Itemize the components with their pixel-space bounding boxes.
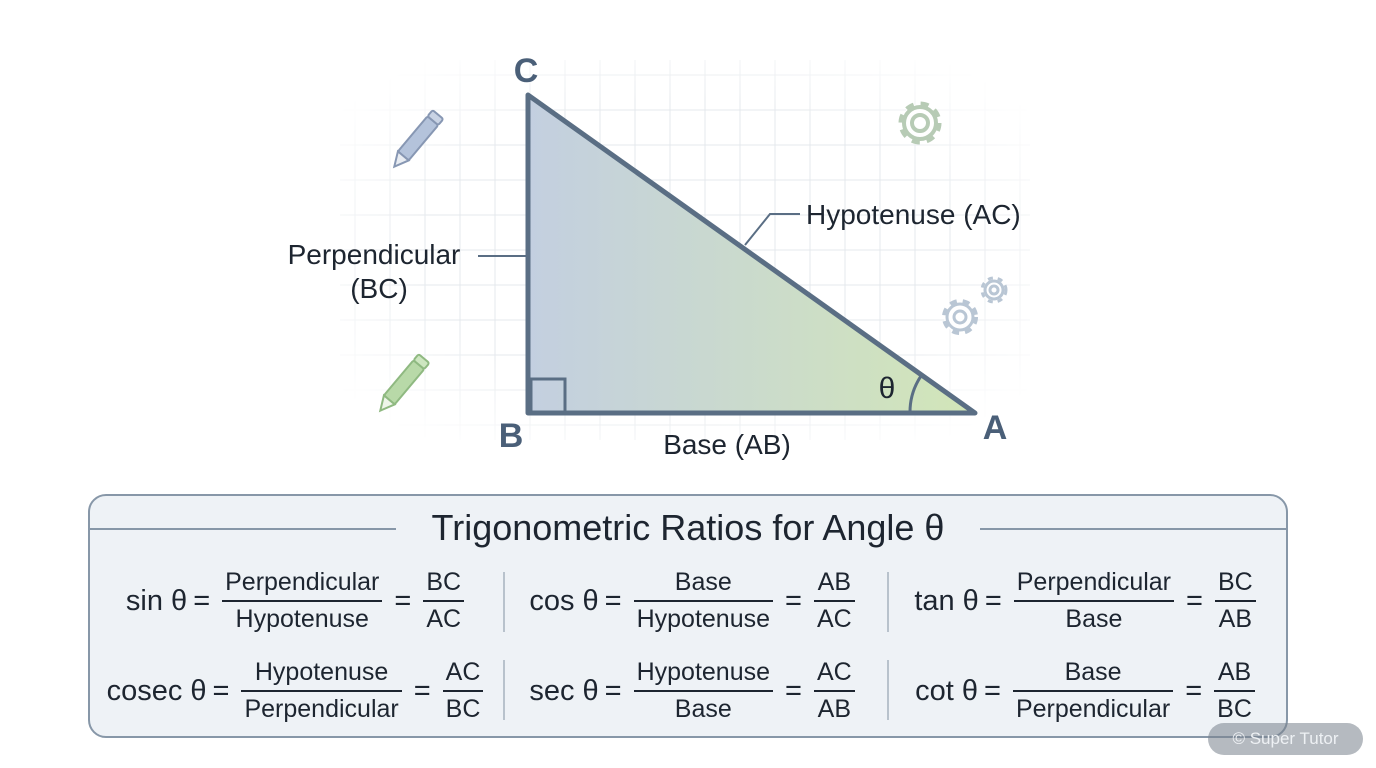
ratio-name: sin θ: [125, 584, 188, 617]
ratio-denominator-short: AB: [817, 695, 851, 723]
ratio-numerator: Hypotenuse: [636, 658, 771, 686]
column-divider: [503, 572, 505, 632]
ratio-denominator-short: AC: [426, 605, 462, 633]
ratio-numerator-short: AC: [445, 658, 481, 686]
ratio-name: cot θ: [915, 674, 978, 707]
angle-theta-label: θ: [879, 372, 896, 405]
ratio-numerator: Base: [1064, 658, 1122, 686]
hypotenuse-label: Hypotenuse (AC): [806, 199, 1021, 230]
ratio-denominator: Base: [1065, 605, 1123, 633]
ratio-denominator: Base: [674, 695, 732, 723]
ratio-denominator: Perpendicular: [244, 695, 399, 723]
vertex-b-label: B: [499, 417, 524, 455]
ratio-denominator-short: AC: [816, 605, 852, 633]
pencil-icon: [378, 353, 430, 413]
vertex-c-label: C: [514, 52, 539, 90]
hypotenuse-leader: [744, 213, 800, 246]
title-divider-right: [980, 528, 1286, 530]
perpendicular-label: Perpendicular: [288, 239, 461, 270]
ratio-denominator: Hypotenuse: [636, 605, 771, 633]
ratio-denominator-short: BC: [445, 695, 481, 723]
ratio-name: cos θ: [529, 584, 599, 617]
ratio-denominator: Perpendicular: [1015, 695, 1171, 723]
ratio-numerator-short: BC: [426, 568, 462, 596]
ratio-denominator-short: BC: [1217, 695, 1252, 723]
ratio-numerator: Hypotenuse: [254, 658, 389, 686]
perpendicular-label-line2: (BC): [350, 273, 408, 304]
column-divider: [887, 572, 889, 632]
ratio-numerator-short: BC: [1217, 568, 1253, 596]
vertex-a-label: A: [983, 409, 1008, 447]
angle-theta-arc: [908, 375, 923, 414]
ratio-denominator: Hypotenuse: [235, 605, 369, 633]
gear-icon: [980, 276, 1008, 304]
base-label: Base (AB): [663, 429, 791, 460]
ratio-numerator: Base: [674, 568, 732, 596]
ratio-denominator-short: AB: [1218, 605, 1252, 633]
ratios-panel-title: Trigonometric Ratios for Angle θ: [431, 507, 945, 548]
ratio-name: tan θ: [914, 584, 979, 617]
right-angle-marker: [529, 377, 567, 415]
column-divider: [503, 660, 505, 720]
gear-icon: [898, 101, 942, 145]
ratios-panel: [88, 494, 1288, 738]
triangle-diagram: C B A θ Hypotenuse (AC) Perpendicular (B…: [288, 50, 1040, 460]
ratio-numerator-short: AB: [1217, 658, 1252, 686]
ratio-numerator-short: AC: [816, 658, 852, 686]
column-divider: [887, 660, 889, 720]
right-triangle: [525, 92, 978, 416]
ratio-name: cosec θ: [106, 674, 207, 707]
ratio-numerator: Perpendicular: [225, 568, 380, 596]
ratio-name: sec θ: [529, 674, 599, 707]
ratio-numerator-short: AB: [817, 568, 851, 596]
title-divider-left: [90, 528, 396, 530]
gear-icon: [942, 299, 978, 335]
watermark-badge: © Super Tutor: [1208, 723, 1363, 755]
ratio-numerator: Perpendicular: [1016, 568, 1172, 596]
pencil-icon: [392, 109, 444, 169]
